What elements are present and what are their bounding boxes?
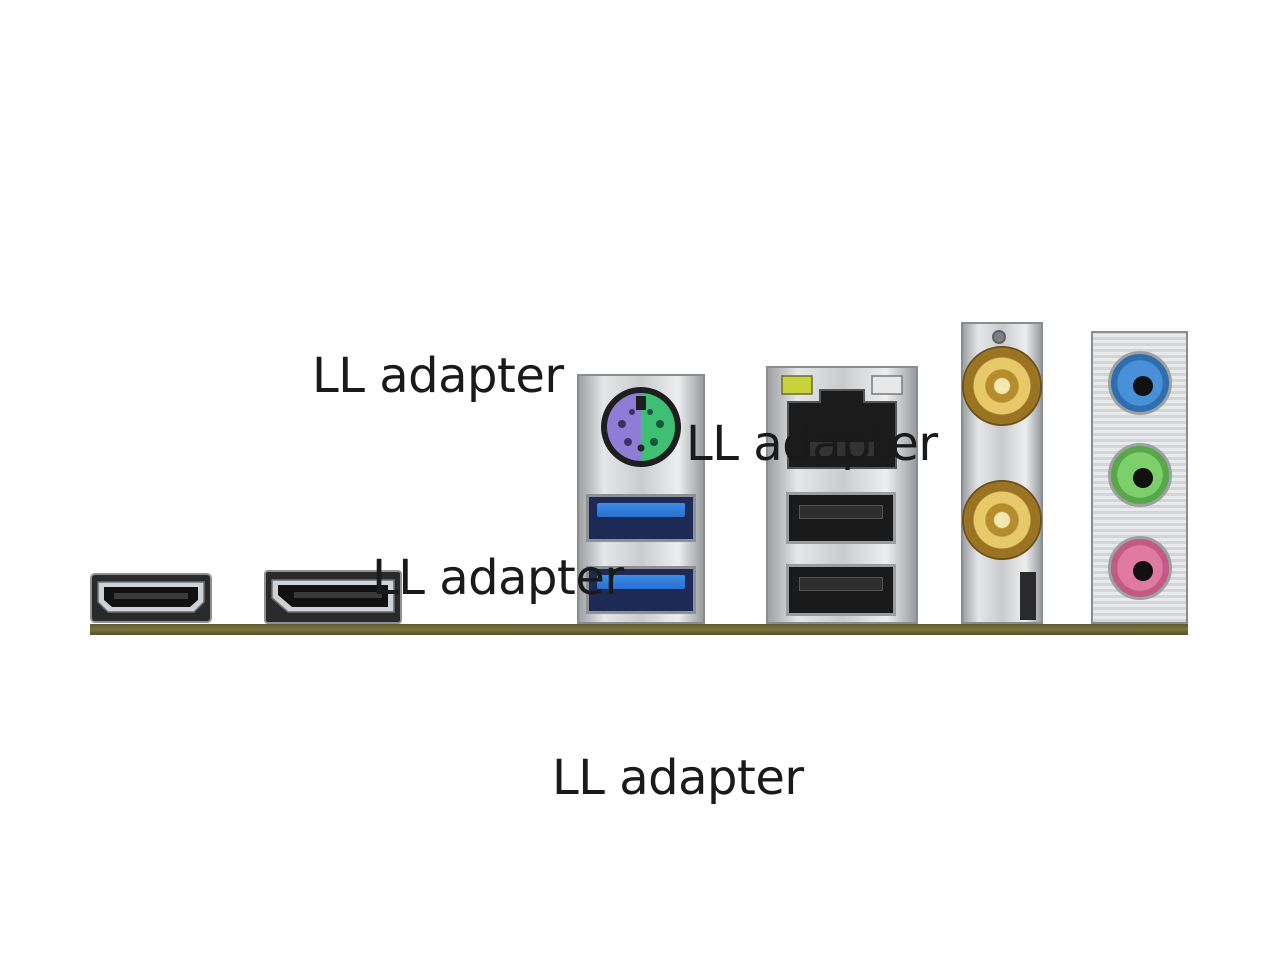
antenna-connector-upper xyxy=(962,346,1042,426)
motherboard-edge xyxy=(90,624,1188,635)
ps2-combo-port xyxy=(600,386,682,468)
displayport-port-graphic xyxy=(264,570,402,624)
hdmi-port xyxy=(90,572,212,624)
ethernet-port-graphic xyxy=(781,375,903,469)
displayport-port xyxy=(264,570,402,624)
label-ethernet: LL adapter xyxy=(686,416,938,472)
hdmi-port-graphic xyxy=(90,573,212,623)
usb2-port-lower xyxy=(786,564,896,616)
usb3-port-upper xyxy=(586,494,696,542)
usb3-port-lower xyxy=(586,566,696,614)
antenna-connector-lower xyxy=(962,480,1042,560)
audio-mic-jack xyxy=(1108,536,1172,600)
ps2-combo-port-graphic xyxy=(601,387,681,467)
audio-line-in-jack xyxy=(1108,351,1172,415)
audio-line-out-jack xyxy=(1108,443,1172,507)
usb2-port-upper xyxy=(786,492,896,544)
ethernet-port xyxy=(780,372,904,472)
label-bottom: LL adapter xyxy=(552,750,804,806)
label-top-left: LL adapter xyxy=(312,348,564,404)
bracket-slot xyxy=(1020,572,1036,620)
bracket-screw-hole-icon xyxy=(992,330,1006,344)
label-displayport: LL adapter xyxy=(372,550,624,606)
